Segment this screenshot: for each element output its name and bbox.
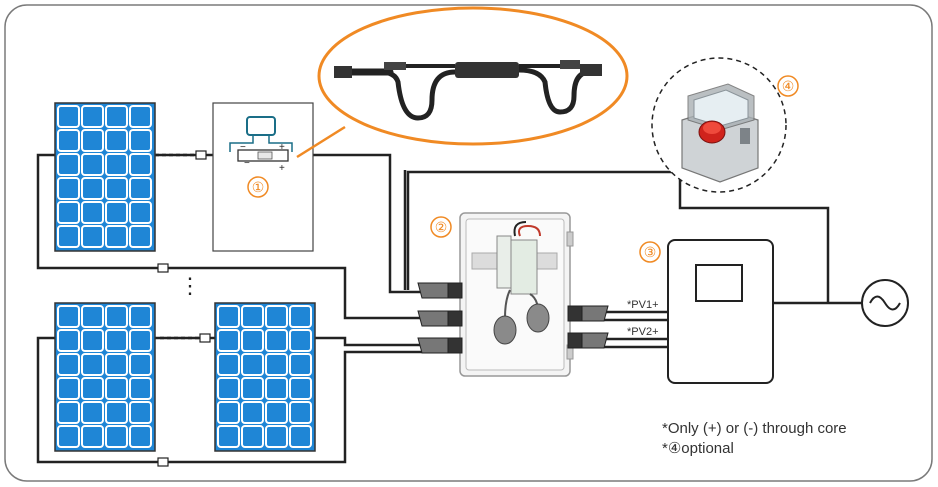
module-minus-label: − [240, 142, 246, 153]
marker-3-label: ③ [644, 244, 657, 260]
marker-2-circle [430, 216, 452, 238]
connector-return-bottom [157, 457, 169, 467]
gland-left-3 [417, 337, 453, 354]
estop-window [693, 89, 749, 127]
solar-panel-icon [54, 302, 156, 452]
current-transformer-icon-2 [526, 303, 550, 333]
gland-left-1 [417, 282, 453, 299]
marker-4-circle [777, 75, 799, 97]
string1-negative-wire [36, 153, 430, 320]
combiner-box-icon [459, 212, 574, 377]
connectors [157, 150, 211, 467]
solar-panel-icon [214, 302, 316, 452]
gland-nut-1 [447, 282, 463, 299]
estop-latch [740, 128, 750, 144]
inverter-display [695, 264, 743, 302]
y-branch-cable-icon [334, 60, 602, 121]
connector-bottom [199, 333, 211, 343]
estop-button-top [703, 122, 721, 134]
gland-nut-3 [447, 337, 463, 354]
module-plus-label-lower: + [279, 163, 285, 174]
meter-lead-red [518, 224, 541, 237]
dashed-links [155, 153, 210, 340]
junction-box-icon [246, 116, 276, 136]
ac-wave [869, 295, 901, 311]
more-panels-ellipsis: ⋮ [179, 273, 201, 298]
marker-1-label: ① [252, 179, 265, 195]
pv1-label: *PV1+ [627, 299, 659, 311]
current-transformer-icon [493, 315, 517, 345]
connector-return-top [157, 263, 169, 273]
meter-lead-black [513, 221, 527, 237]
optimizer-panel-back: − + − + [212, 102, 314, 252]
gland-right-1 [581, 305, 609, 322]
optimizer-core-icon [257, 151, 273, 160]
solar-panel-icon [54, 102, 156, 252]
inverter-icon [667, 239, 774, 384]
connector-top [195, 150, 207, 160]
junction-box-leads [229, 135, 293, 152]
gland-left-2 [417, 310, 453, 327]
gland-nut-right-2 [567, 332, 583, 349]
gland-right-2 [581, 332, 609, 349]
branch-hub-icon [455, 62, 519, 78]
module-minus-label-lower: − [244, 158, 250, 169]
combiner-hinge-top [566, 231, 574, 247]
note-optional: *④optional [662, 440, 734, 457]
marker-1-circle [247, 176, 269, 198]
meter-module-icon-2 [510, 239, 538, 295]
emergency-stop-switch-icon [681, 83, 759, 183]
module-plus-label: + [279, 142, 285, 153]
gland-nut-right-1 [567, 305, 583, 322]
control-loop-wire [406, 170, 830, 303]
string2-negative-wire [36, 336, 430, 464]
string2-positive-wire [315, 336, 430, 347]
marker-2-label: ② [435, 219, 448, 235]
gland-nut-2 [447, 310, 463, 327]
pv2-label: *PV2+ [627, 326, 659, 338]
cable-glands [417, 282, 609, 354]
note-core: *Only (+) or (-) through core [662, 420, 847, 437]
marker-4-label: ④ [782, 78, 795, 94]
marker-3-circle [639, 241, 661, 263]
meter-module-icon [496, 235, 512, 289]
callout-pointer [296, 125, 346, 159]
ct-lead-1 [504, 289, 511, 319]
